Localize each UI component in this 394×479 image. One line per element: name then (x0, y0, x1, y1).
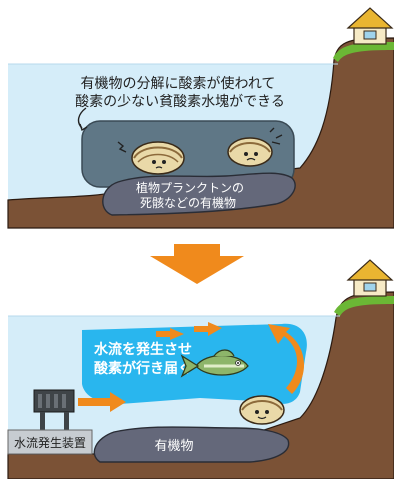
sediment-label-line1: 植物プランクトンの (136, 180, 244, 195)
bottom-sediment-label: 有機物 (154, 439, 193, 454)
clam-icon (131, 141, 185, 175)
bottom-panel: 有機物 水流を発生させ 酸素が行き届く (7, 259, 394, 479)
water-flow-device (33, 389, 75, 430)
sediment-label-line2: 死骸などの有機物 (140, 195, 236, 210)
top-panel: 植物プランクトンの 死骸などの有機物 有機物の分解に酸素が使われて 酸素の少ない… (7, 7, 394, 229)
stress-marks (269, 127, 283, 145)
caption-pointer-head (79, 123, 88, 132)
flow-text-line2: 酸素が行き届く (94, 360, 192, 377)
top-grass (333, 42, 394, 62)
device-label: 水流発生装置 (14, 436, 86, 450)
bottom-sediment (93, 426, 290, 463)
flow-arrow-icon (78, 392, 126, 412)
clam-icon (227, 137, 273, 167)
flow-text-line1: 水流を発生させ (94, 341, 192, 358)
bottom-grass (334, 296, 394, 316)
down-arrow-icon (150, 244, 244, 284)
clam-icon (239, 395, 285, 425)
stress-marks (117, 141, 127, 153)
device-label-box (7, 429, 93, 455)
top-sediment (102, 172, 296, 216)
top-caption-line1: 有機物の分解に酸素が使われて (81, 75, 276, 92)
house-icon (346, 7, 394, 45)
top-caption-line2: 酸素の少ない貧酸素水塊ができる (75, 94, 285, 110)
house-icon (346, 259, 394, 297)
flow-arrow-icon (268, 324, 305, 394)
fish-icon (180, 349, 249, 378)
flow-arrow-icon (156, 328, 184, 340)
flow-arrow-icon (194, 322, 222, 336)
